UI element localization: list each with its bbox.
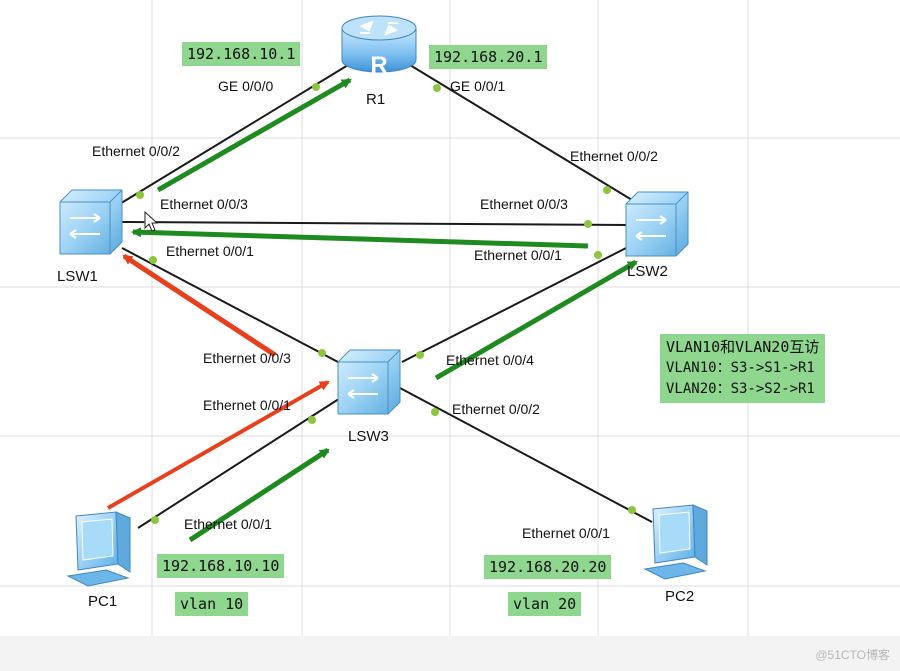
router-r-glyph: R bbox=[370, 52, 387, 79]
r1-label: R1 bbox=[366, 91, 386, 108]
port-label-lsw1-e003: Ethernet 0/0/3 bbox=[160, 196, 248, 212]
port-label-r1-ge000: GE 0/0/0 bbox=[218, 78, 274, 94]
port-label-r1-ge001: GE 0/0/1 bbox=[450, 78, 506, 94]
link-lsw1-lsw3 bbox=[121, 247, 339, 363]
port-label-lsw3-e001: Ethernet 0/0/1 bbox=[203, 397, 291, 413]
router-r1-icon[interactable]: R bbox=[341, 15, 417, 79]
lsw2-label: LSW2 bbox=[627, 263, 668, 280]
port-dot bbox=[433, 84, 441, 92]
port-dot bbox=[149, 256, 157, 264]
port-dot bbox=[628, 506, 636, 514]
watermark: @51CTO博客 bbox=[815, 648, 890, 662]
port-label-pc1-e001: Ethernet 0/0/1 bbox=[184, 516, 272, 532]
pc2-label: PC2 bbox=[665, 588, 695, 605]
ip-label-r1-ge000: 192.168.10.1 bbox=[182, 42, 301, 66]
port-dot bbox=[431, 408, 439, 416]
link-r1-lsw2 bbox=[404, 61, 633, 201]
port-dot bbox=[151, 516, 159, 524]
arrow-pc1-to-lsw3-green bbox=[188, 447, 330, 543]
vlan-routing-note: VLAN10和VLAN20互访 VLAN10：S3->S1->R1 VLAN20… bbox=[660, 334, 826, 403]
ip-label-pc2: 192.168.20.20 bbox=[484, 555, 612, 579]
background-grid bbox=[0, 0, 900, 636]
port-dot bbox=[136, 191, 144, 199]
port-dot bbox=[584, 220, 592, 228]
port-dot bbox=[416, 351, 424, 359]
port-label-lsw3-e002: Ethernet 0/0/2 bbox=[452, 401, 540, 417]
arrow-pc1-to-lsw3-red bbox=[107, 380, 330, 510]
port-label-pc2-e001: Ethernet 0/0/1 bbox=[522, 525, 610, 541]
arrow-lsw1-to-r1-green bbox=[156, 77, 352, 193]
port-label-lsw1-e001: Ethernet 0/0/1 bbox=[166, 243, 254, 259]
link-lsw3-lsw2 bbox=[401, 244, 633, 363]
note-line-vlan10: VLAN10：S3->S1->R1 bbox=[666, 360, 815, 376]
port-dot bbox=[594, 251, 602, 259]
ip-label-r1-ge001: 192.168.20.1 bbox=[429, 45, 548, 69]
bottom-strip bbox=[0, 636, 900, 671]
switch-lsw3-icon[interactable] bbox=[337, 349, 401, 415]
lsw3-label: LSW3 bbox=[348, 428, 389, 445]
port-label-lsw2-e002: Ethernet 0/0/2 bbox=[570, 148, 658, 164]
pc1-label: PC1 bbox=[88, 593, 118, 610]
port-dot bbox=[318, 349, 326, 357]
link-lsw3-pc2 bbox=[399, 387, 653, 523]
pc1-icon[interactable] bbox=[66, 511, 131, 587]
port-label-lsw3-e003: Ethernet 0/0/3 bbox=[203, 350, 291, 366]
port-label-lsw2-e001: Ethernet 0/0/1 bbox=[474, 247, 562, 263]
mouse-cursor-icon bbox=[144, 210, 159, 232]
port-label-lsw1-e002: Ethernet 0/0/2 bbox=[92, 143, 180, 159]
port-dot bbox=[603, 186, 611, 194]
link-lsw1-lsw2 bbox=[121, 221, 629, 226]
vlan-label-pc2: vlan 20 bbox=[508, 592, 582, 616]
ip-label-pc1: 192.168.10.10 bbox=[157, 554, 285, 578]
switch-lsw2-icon[interactable] bbox=[625, 191, 689, 257]
port-dot bbox=[312, 83, 320, 91]
switch-lsw1-icon[interactable] bbox=[59, 189, 123, 255]
note-line-vlan20: VLAN20：S3->S2->R1 bbox=[666, 381, 815, 397]
traffic-arrows bbox=[107, 77, 638, 543]
pc2-icon[interactable] bbox=[643, 504, 708, 580]
lsw1-label: LSW1 bbox=[57, 268, 98, 285]
arrow-lsw3-to-lsw2-green bbox=[434, 259, 638, 381]
arrow-lsw2-to-lsw1-green bbox=[131, 227, 589, 249]
note-title: VLAN10和VLAN20互访 bbox=[666, 338, 820, 356]
vlan-label-pc1: vlan 10 bbox=[175, 592, 249, 616]
port-label-lsw3-e004: Ethernet 0/0/4 bbox=[446, 352, 534, 368]
arrow-lsw3-to-lsw1-red bbox=[122, 253, 277, 358]
port-label-lsw2-e003: Ethernet 0/0/3 bbox=[480, 196, 568, 212]
port-dot bbox=[308, 416, 316, 424]
